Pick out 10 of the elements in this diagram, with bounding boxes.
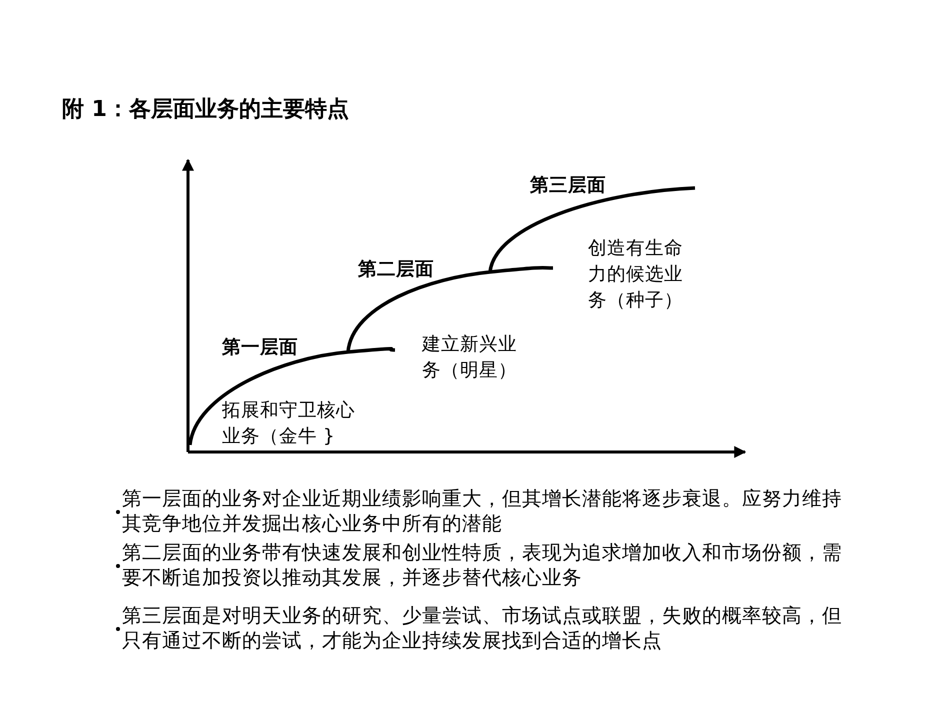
title: 附 1：各层面业务的主要特点 xyxy=(62,96,349,124)
stage-label: 第二层面 xyxy=(358,258,435,282)
bullet-paragraph: 第三层面是对明天业务的研究、少量尝试、市场试点或联盟，失败的概率较高，但只有通过不断的尝试，才能为企业持续发展找到合适的增长点 xyxy=(122,603,843,653)
stage-label: 第三层面 xyxy=(530,174,607,198)
stage-description: 建立新兴业务（明星） xyxy=(422,333,518,383)
bullet-paragraph: 第一层面的业务对企业近期业绩影响重大，但其增长潜能将逐步衰退。应努力维持其竞争地位并发掘出核心业务中所有的潜能 xyxy=(122,486,843,536)
stage-label: 第一层面 xyxy=(222,336,299,360)
stage-description: 拓展和守卫核心业务（金牛 } xyxy=(222,399,356,449)
stage-description: 创造有生命力的候选业务（种子） xyxy=(588,237,684,313)
bullet-paragraph: 第二层面的业务带有快速发展和创业性特质，表现为追求增加收入和市场份额，需要不断追加投资以推动其发展，并逐步替代核心业务 xyxy=(122,540,843,590)
